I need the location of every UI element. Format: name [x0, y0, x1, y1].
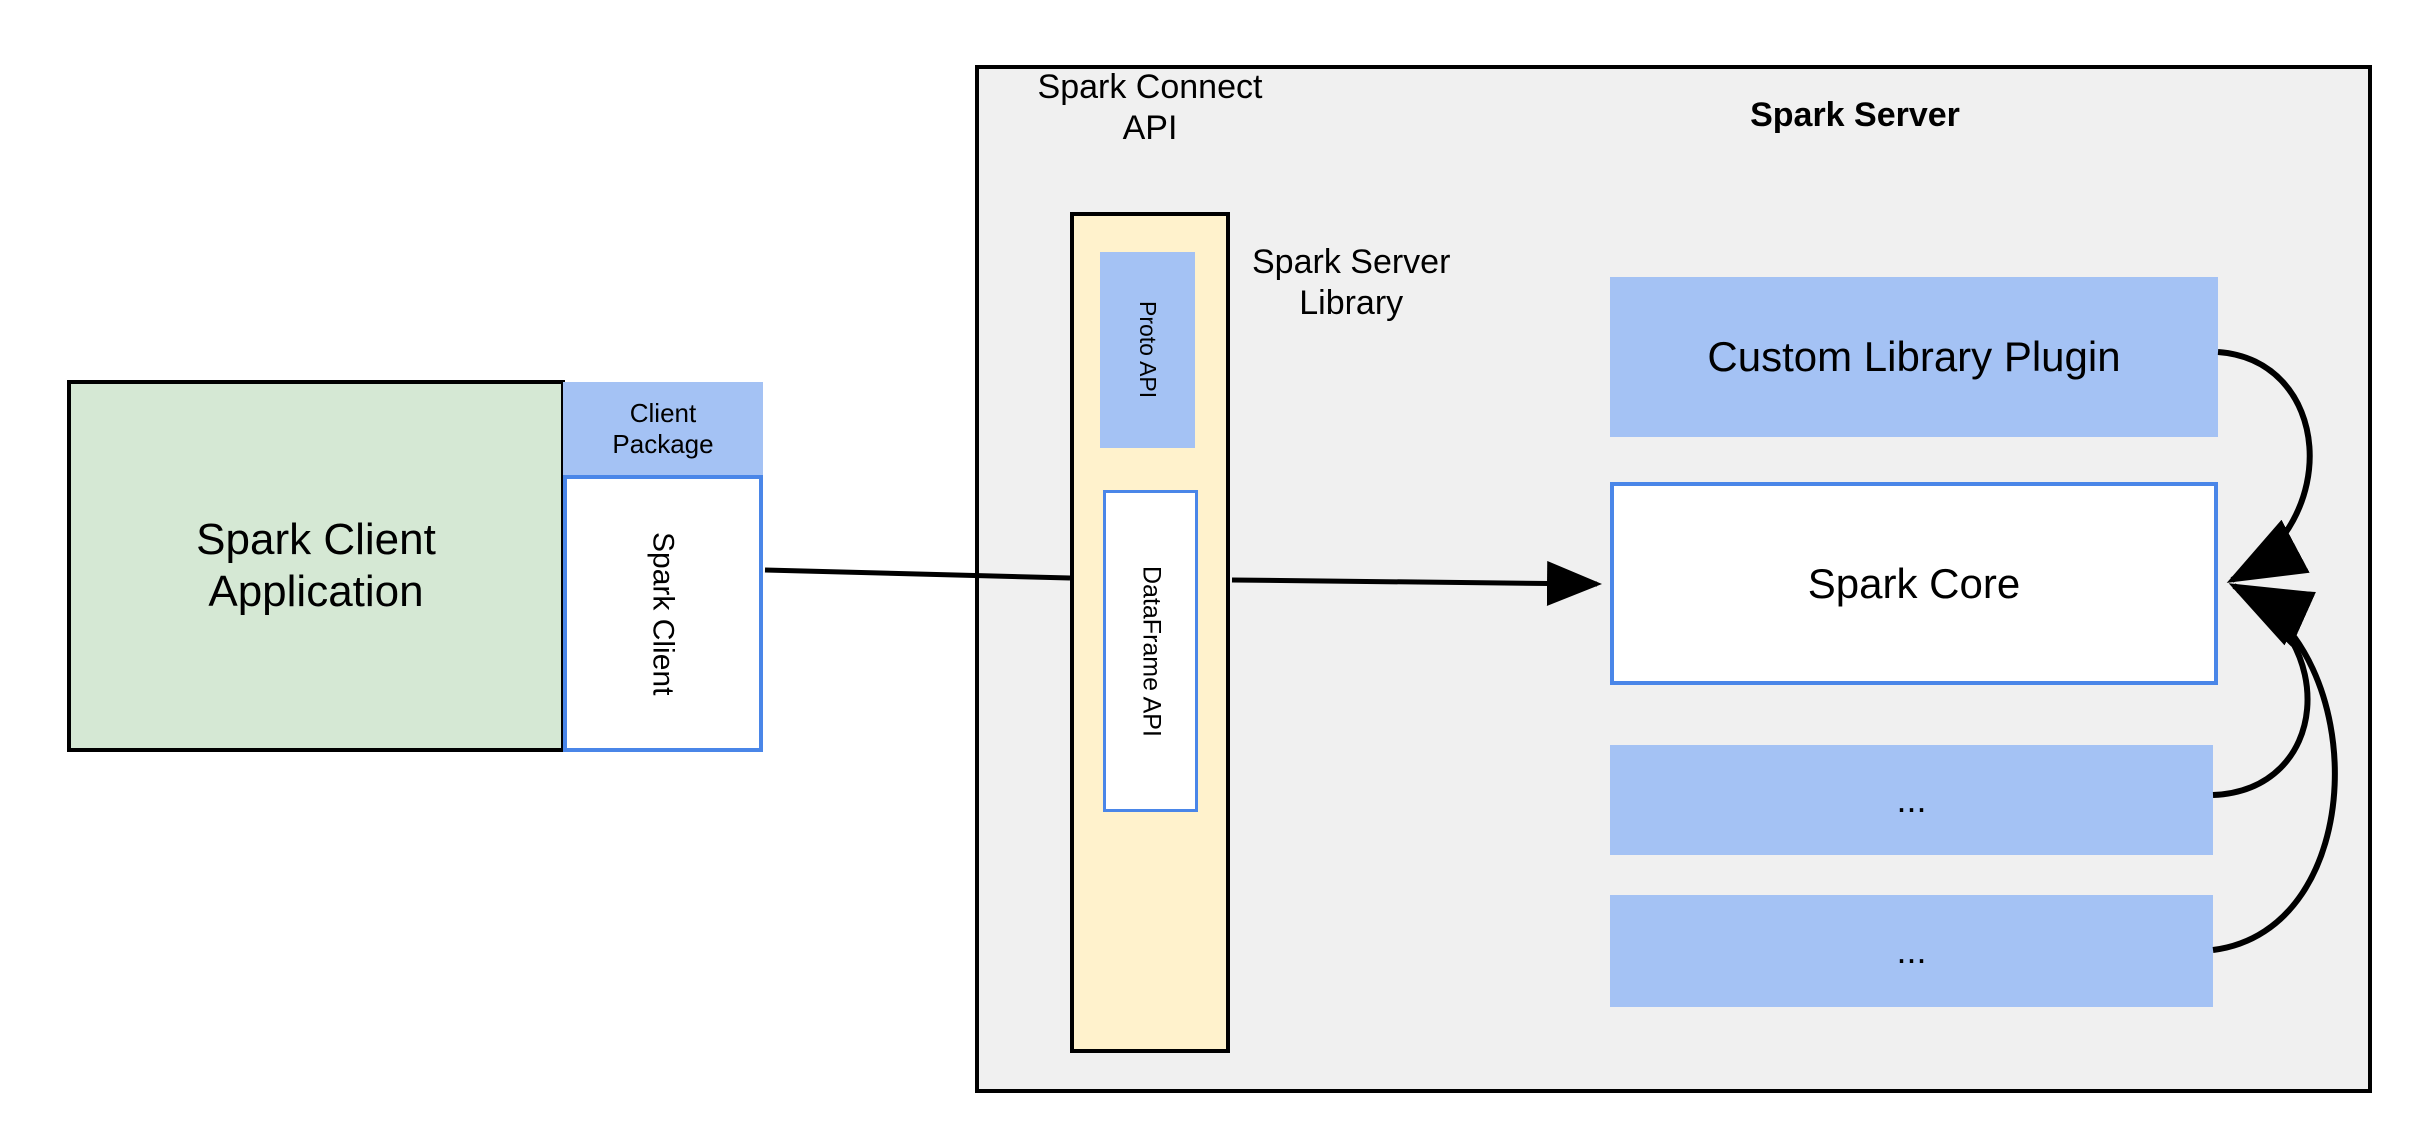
- spark-core-box: Spark Core: [1610, 482, 2218, 685]
- spark-server-title: Spark Server: [1750, 95, 1960, 134]
- spark-client-application-box: Spark Client Application: [67, 380, 565, 752]
- ellipsis-box-2: ...: [1610, 895, 2213, 1007]
- spark-client-label: Spark Client: [646, 531, 680, 696]
- spark-server-library-label: Spark Server Library: [1252, 242, 1451, 322]
- proto-api-label: Proto API: [1135, 301, 1162, 399]
- spark-client-box: Spark Client: [563, 475, 763, 752]
- client-package-box: Client Package: [563, 382, 763, 475]
- custom-library-plugin-box: Custom Library Plugin: [1610, 277, 2218, 437]
- ellipsis-box-1: ...: [1610, 745, 2213, 855]
- spark-connect-api-label: Spark Connect API: [1037, 67, 1263, 147]
- dataframe-api-box: DataFrame API: [1103, 490, 1198, 812]
- proto-api-box: Proto API: [1100, 252, 1195, 448]
- dataframe-api-label: DataFrame API: [1137, 565, 1166, 737]
